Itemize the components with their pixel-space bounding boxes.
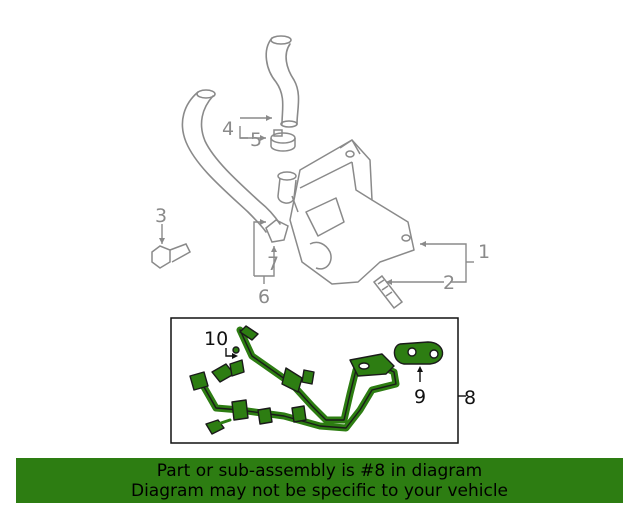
callout-10-arrow <box>232 353 238 359</box>
callout-9: 9 <box>414 386 426 408</box>
callout-10: 10 <box>204 328 228 350</box>
clip-7 <box>265 219 289 243</box>
banner-line-2: Diagram may not be specific to your vehi… <box>130 481 508 501</box>
leader-lines <box>161 117 474 284</box>
hose-clamp <box>270 129 296 152</box>
callout-7: 7 <box>267 253 279 275</box>
callout-1: 1 <box>478 241 490 263</box>
callout-4: 4 <box>222 118 234 140</box>
banner-line-1: Part or sub-assembly is #8 in diagram <box>156 461 483 481</box>
callout-8: 8 <box>464 387 476 409</box>
callout-10-leader <box>225 348 234 357</box>
callout-9-arrow <box>417 366 423 372</box>
callout-6: 6 <box>258 286 270 308</box>
subassembly-box <box>170 317 459 444</box>
gasket-9 <box>393 341 444 365</box>
callout-5: 5 <box>250 129 262 151</box>
callout-2: 2 <box>443 272 455 294</box>
arrowheads <box>159 115 426 285</box>
upper-hose <box>265 35 300 128</box>
stud-2 <box>372 274 404 310</box>
oil-cooler-housing <box>277 139 415 285</box>
bolt-3 <box>151 243 191 269</box>
callout-3: 3 <box>155 205 167 227</box>
lower-hose <box>181 89 281 233</box>
oil-cooler-line-assembly <box>189 325 400 435</box>
info-banner: Part or sub-assembly is #8 in diagram Di… <box>16 458 623 503</box>
